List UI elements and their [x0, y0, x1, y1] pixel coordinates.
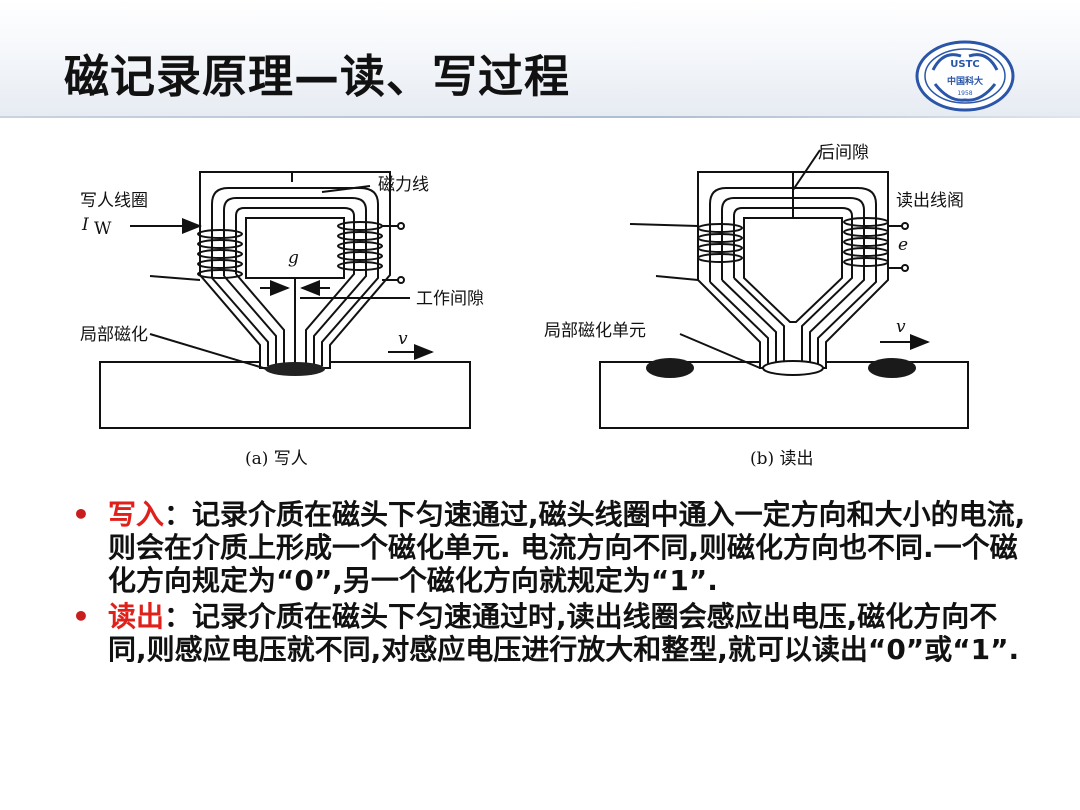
write-coil-left — [197, 229, 243, 279]
write-coil-label: 写人线圈 — [80, 191, 148, 211]
header-divider — [0, 116, 1080, 118]
magnetic-head-diagram: 写人线圈 I W 磁力线 g 工作间隙 局部磁化 v (a) 写人 — [60, 130, 1000, 485]
gap-symbol-label: g — [288, 248, 299, 268]
local-magnetization-label: 局部磁化 — [80, 325, 148, 345]
read-coil-right — [843, 217, 889, 267]
working-gap-label: 工作间隙 — [416, 289, 484, 309]
write-current-subscript: W — [94, 219, 112, 239]
write-coil-right — [337, 221, 383, 271]
slide-title: 磁记录原理—读、写过程 — [64, 50, 571, 103]
bullet-write-label: 写入 — [108, 498, 165, 531]
logo-text: USTC — [950, 59, 979, 70]
write-current-label: I — [81, 215, 89, 235]
read-coil-left — [697, 223, 743, 263]
write-caption: (a) 写人 — [245, 449, 308, 469]
bullet-write: • 写入：记录介质在磁头下匀速通过,磁头线圈中通入一定方向和大小的电流,则会在介质… — [72, 498, 1032, 597]
bullet-list: • 写入：记录介质在磁头下匀速通过,磁头线圈中通入一定方向和大小的电流,则会在介质… — [72, 498, 1032, 666]
flux-lines-label: 磁力线 — [378, 175, 429, 195]
logo-subtext: 中国科大 — [947, 75, 983, 87]
bullet-read: • 读出：记录介质在磁头下匀速通过时,读出线圈会感应出电压,磁化方向不同,则感应电… — [72, 600, 1032, 666]
bullet-read-text: ：记录介质在磁头下匀速通过时,读出线圈会感应出电压,磁化方向不同,则感应电压就不… — [108, 600, 1020, 666]
bullet-read-label: 读出 — [108, 600, 165, 633]
local-unit-label: 局部磁化单元 — [544, 321, 646, 341]
read-velocity-label: v — [896, 317, 906, 337]
read-caption: (b) 读出 — [750, 449, 814, 469]
ustc-logo-icon: USTC 中国科大 1958 — [915, 40, 1015, 112]
logo-year: 1958 — [957, 90, 972, 97]
header-band — [0, 0, 1080, 118]
back-gap-label: 后间隙 — [818, 143, 869, 163]
bullet-write-text: ：记录介质在磁头下匀速通过,磁头线圈中通入一定方向和大小的电流,则会在介质上形成… — [108, 498, 1026, 597]
diagram-svg: 写人线圈 I W 磁力线 g 工作间隙 局部磁化 v (a) 写人 — [80, 143, 969, 469]
read-panel — [599, 149, 969, 429]
bullet-marker: • — [72, 498, 90, 531]
write-panel — [99, 171, 471, 429]
emf-label: e — [898, 235, 908, 255]
bullet-marker: • — [72, 600, 90, 633]
write-velocity-label: v — [398, 329, 408, 349]
read-coil-label: 读出线阁 — [896, 191, 964, 211]
